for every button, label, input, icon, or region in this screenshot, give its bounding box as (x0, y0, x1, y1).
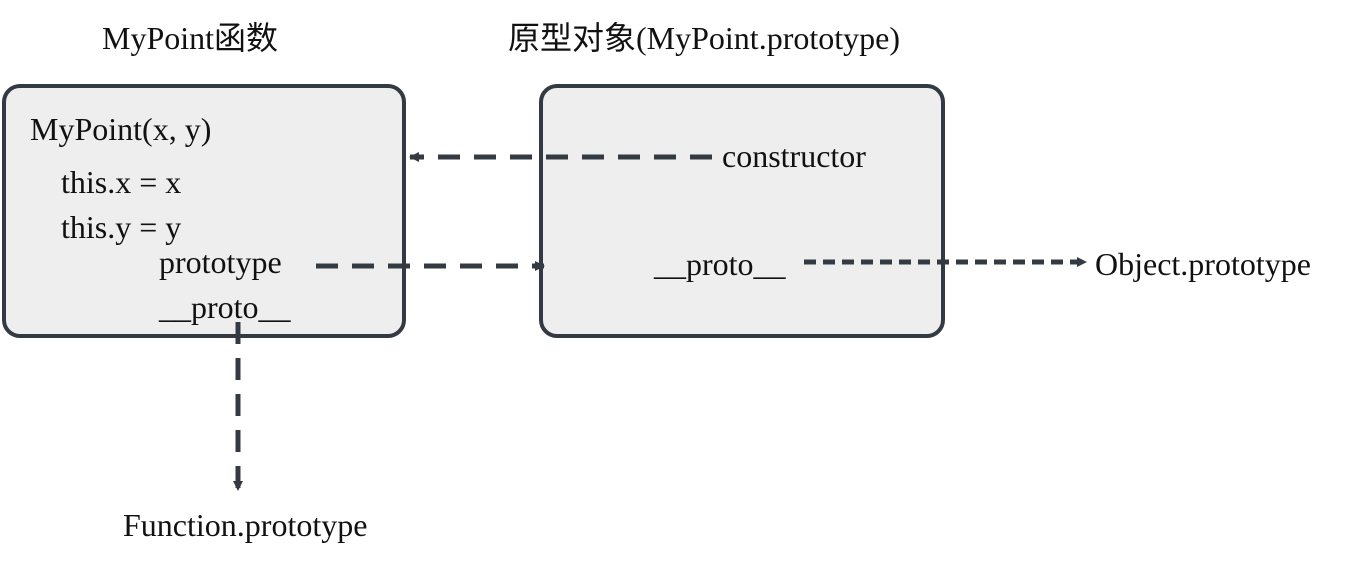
function-prototype-property: prototype (159, 244, 282, 280)
prototype-object-box (539, 84, 945, 338)
prototype-box-title: 原型对象(MyPoint.prototype) (508, 20, 900, 56)
function-signature: MyPoint(x, y) (30, 111, 212, 147)
object-prototype-label: Object.prototype (1095, 246, 1311, 282)
function-prototype-label: Function.prototype (123, 507, 368, 543)
function-box-title: MyPoint函数 (102, 20, 279, 56)
constructor-property: constructor (722, 138, 866, 174)
prototype-proto-property: __proto__ (654, 246, 786, 282)
function-box (2, 84, 406, 338)
function-proto-property: __proto__ (159, 289, 291, 325)
function-body-line-x: this.x = x (61, 164, 182, 200)
function-body-line-y: this.y = y (61, 209, 182, 245)
